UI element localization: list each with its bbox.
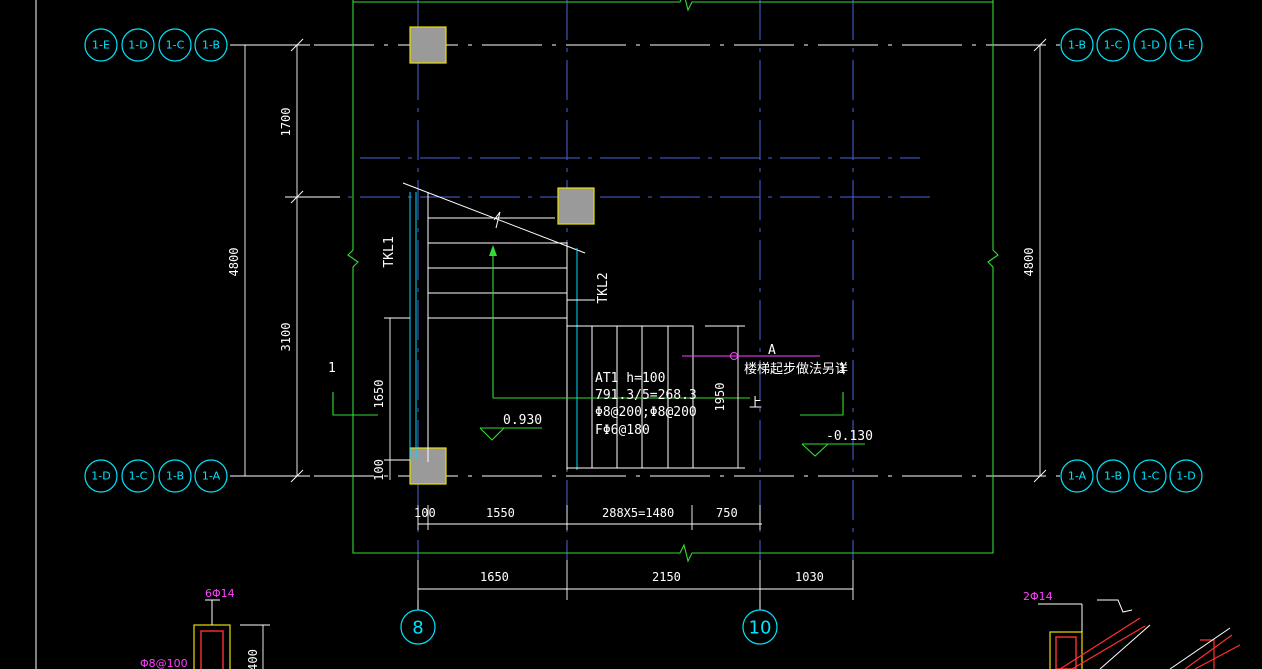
svg-text:1-D: 1-D <box>91 470 110 483</box>
svg-text:1-A: 1-A <box>1068 470 1087 483</box>
dim-bot1-100: 100 <box>414 506 436 520</box>
dim-left-3100: 3100 <box>279 323 293 352</box>
row-bubbles-top-left: 1-E 1-D 1-C 1-B <box>84 28 228 62</box>
row-bubble[interactable]: 1-A <box>194 459 228 493</box>
level-mark-neg0130 <box>801 443 865 457</box>
row-bubble[interactable]: 1-B <box>1096 459 1130 493</box>
stair-flight-upper <box>402 182 595 470</box>
column-top-left[interactable] <box>409 26 447 64</box>
dim-bot2-2150: 2150 <box>652 570 681 584</box>
axis-bubble-10[interactable]: 10 <box>742 600 778 645</box>
row-bubble[interactable]: 1-D <box>1133 28 1167 62</box>
svg-text:1-D: 1-D <box>1140 39 1159 52</box>
dim-bot1-steps: 288X5=1480 <box>602 506 674 520</box>
svg-text:1-C: 1-C <box>166 39 185 52</box>
bottom-dimension-chain-2 <box>417 560 854 600</box>
section-mark-left <box>332 392 378 416</box>
row-bubble[interactable]: 1-D <box>121 28 155 62</box>
stair-start-note: 楼梯起步做法另详 <box>744 362 848 377</box>
left-dimension-chain <box>240 38 340 483</box>
dim-bot2-1030: 1030 <box>795 570 824 584</box>
stair-line-2: 791.3/5=268.3 <box>595 388 697 403</box>
svg-text:8: 8 <box>412 618 423 639</box>
beam-section-detail-left <box>193 599 270 669</box>
section-label-left: 1 <box>328 361 336 376</box>
row-bubble[interactable]: 1-C <box>1133 459 1167 493</box>
dim-bot1-1550: 1550 <box>486 506 515 520</box>
svg-text:1-D: 1-D <box>1176 470 1195 483</box>
row-bubble[interactable]: 1-C <box>158 28 192 62</box>
svg-text:10: 10 <box>749 618 772 639</box>
rebar-left-label: 6Φ14 <box>205 587 235 600</box>
dim-1950: 1950 <box>713 383 727 412</box>
svg-text:1-A: 1-A <box>202 470 221 483</box>
level-neg0130: -0.130 <box>826 429 873 444</box>
svg-text:1-C: 1-C <box>1141 470 1160 483</box>
row-bubble[interactable]: 1-B <box>194 28 228 62</box>
svg-text:1-E: 1-E <box>92 39 110 52</box>
svg-text:1-E: 1-E <box>1177 39 1195 52</box>
right-dimension <box>1033 38 1047 483</box>
row-bubbles-bottom-right: 1-A 1-B 1-C 1-D <box>1060 459 1203 493</box>
landing-dimension <box>705 325 745 469</box>
row-bubble[interactable]: 1-B <box>1060 28 1094 62</box>
dim-left-400: 400 <box>246 649 260 669</box>
svg-text:1-D: 1-D <box>128 39 147 52</box>
rebar-right-label: 2Φ14 <box>1023 590 1053 603</box>
dim-bot1-750: 750 <box>716 506 738 520</box>
dim-left-1700: 1700 <box>279 108 293 137</box>
dim-left-4800: 4800 <box>227 248 241 277</box>
row-bubble[interactable]: 1-E <box>84 28 118 62</box>
stair-line-3: Φ8@200;Φ8@200 <box>595 405 697 420</box>
left-inner-dimension <box>384 317 410 480</box>
row-bubbles-bottom-left: 1-D 1-C 1-B 1-A <box>84 459 228 493</box>
label-tkl1: TKL1 <box>382 236 397 267</box>
walk-direction-arrow <box>489 245 750 399</box>
up-mark: 上 <box>749 396 762 411</box>
svg-text:1-C: 1-C <box>1104 39 1123 52</box>
level-mark-0930 <box>479 427 542 441</box>
column-mid[interactable] <box>557 187 595 225</box>
stair-flight-lower <box>567 325 740 469</box>
label-tkl2: TKL2 <box>596 272 611 303</box>
row-bubble[interactable]: 1-B <box>158 459 192 493</box>
bottom-dimension-chain-1 <box>417 505 762 530</box>
row-bubble[interactable]: 1-A <box>1060 459 1094 493</box>
beam-section-detail-right <box>1038 599 1241 669</box>
level-0930: 0.930 <box>503 413 542 428</box>
dim-right-4800: 4800 <box>1022 248 1036 277</box>
green-break-border <box>347 0 999 563</box>
callout-a-letter: A <box>768 343 776 358</box>
row-bubble[interactable]: 1-C <box>1096 28 1130 62</box>
axis-bubble-8[interactable]: 8 <box>400 600 436 645</box>
row-bubble[interactable]: 1-E <box>1169 28 1203 62</box>
row-bubble[interactable]: 1-D <box>1169 459 1203 493</box>
detail-callout-a <box>682 352 820 360</box>
row-bubble[interactable]: 1-C <box>121 459 155 493</box>
dim-100-vertical: 100 <box>372 459 386 481</box>
section-label-right: 1 <box>838 362 846 377</box>
dim-1650-vertical: 1650 <box>372 380 386 409</box>
rebar-left-stirrup: Φ8@100 <box>140 657 188 669</box>
row-bubble[interactable]: 1-D <box>84 459 118 493</box>
section-mark-right <box>800 392 844 416</box>
row-bubbles-top-right: 1-B 1-C 1-D 1-E <box>1060 28 1203 62</box>
svg-text:1-B: 1-B <box>1104 470 1122 483</box>
stair-line-4: FΦ6@180 <box>595 423 650 438</box>
svg-text:1-B: 1-B <box>1068 39 1086 52</box>
dim-bot2-1650: 1650 <box>480 570 509 584</box>
svg-text:1-B: 1-B <box>202 39 220 52</box>
stair-line-1: AT1 h=100 <box>595 371 665 386</box>
svg-text:1-B: 1-B <box>166 470 184 483</box>
svg-text:1-C: 1-C <box>129 470 148 483</box>
